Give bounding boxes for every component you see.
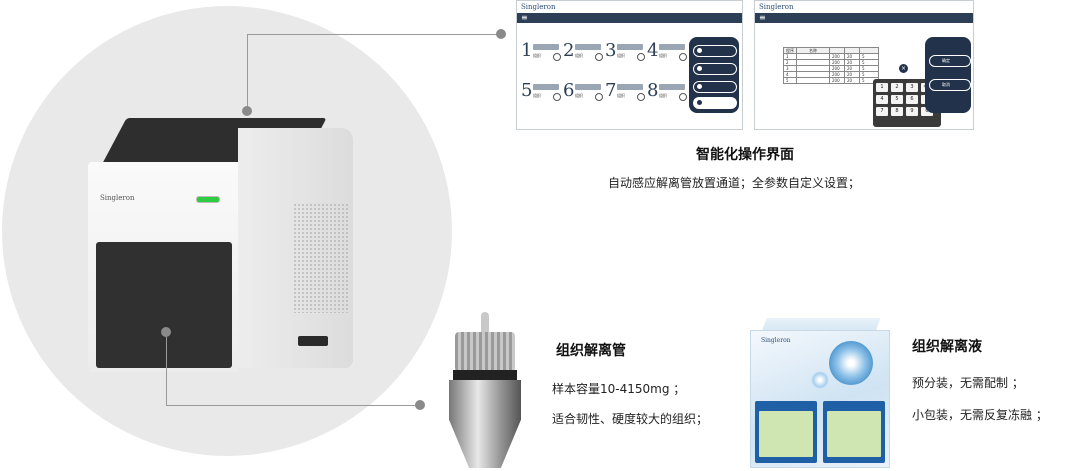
screen-left-side-panel	[689, 37, 739, 113]
connector-dot-screen-end	[496, 29, 506, 39]
keypad-key[interactable]: 8	[891, 107, 903, 116]
screen-right-side-panel: 确定 取消	[925, 37, 971, 113]
close-icon[interactable]: ×	[899, 64, 908, 73]
device-drawer-slot	[298, 336, 328, 346]
dissociation-device: Singleron	[88, 118, 363, 373]
cancel-button[interactable]: 取消	[929, 79, 971, 91]
device-door[interactable]	[96, 242, 232, 368]
side-button-3[interactable]	[693, 81, 737, 93]
menu-icon-right[interactable]: ≡	[755, 13, 973, 23]
reagent-vial-right	[823, 401, 885, 463]
side-button-4[interactable]	[693, 97, 737, 109]
reagent-box: Singleron	[746, 318, 896, 468]
cell-graphic-small	[811, 371, 829, 389]
tube-body	[449, 380, 521, 468]
screen-right-logo: Singleron	[755, 1, 973, 13]
screen-left-logo: Singleron	[517, 1, 742, 13]
reagent-box-brand: Singleron	[761, 337, 791, 344]
interface-description: 自动感应解离管放置通道；全参数自定义设置；	[608, 176, 861, 190]
tube-cap	[455, 332, 515, 372]
reagent-line-1: 预分装，无需配制 ；	[912, 376, 1024, 390]
dissociation-tube	[445, 312, 525, 471]
reagent-title: 组织解离液	[912, 339, 982, 355]
tube-title: 组织解离管	[556, 343, 626, 359]
connector-dot-tube-end	[415, 400, 425, 410]
menu-icon[interactable]: ≡	[517, 13, 742, 23]
cell-graphic	[829, 341, 873, 385]
keypad-key[interactable]: 1	[876, 83, 888, 92]
device-brand-label: Singleron	[100, 194, 135, 202]
keypad-key[interactable]: 4	[876, 95, 888, 104]
confirm-button[interactable]: 确定	[929, 55, 971, 67]
device-indicator-light	[196, 196, 220, 203]
tube-band	[453, 370, 517, 380]
keypad-key[interactable]: 5	[891, 95, 903, 104]
table-header-row: 程序名称	[783, 47, 879, 54]
keypad-key[interactable]: 2	[891, 83, 903, 92]
connector-dot-screen-start	[242, 106, 252, 116]
reagent-line-2: 小包装，无需反复冻融 ；	[912, 408, 1048, 422]
interface-title: 智能化操作界面	[696, 147, 794, 163]
connector-dot-tube-start	[161, 327, 171, 337]
connector-line-screen	[247, 34, 500, 111]
keypad-key[interactable]: 9	[906, 107, 918, 116]
side-button-1[interactable]	[693, 45, 737, 57]
reagent-vial-left	[755, 401, 817, 463]
tube-tip	[481, 312, 489, 334]
device-vent	[293, 203, 348, 313]
reagent-box-front: Singleron	[750, 330, 890, 468]
keypad-key[interactable]: 7	[876, 107, 888, 116]
tube-line-2: 适合韧性、硬度较大的组织；	[552, 412, 709, 426]
connector-line-tube	[166, 332, 420, 406]
keypad-key[interactable]: 6	[906, 95, 918, 104]
side-button-2[interactable]	[693, 63, 737, 75]
tube-line-1: 样本容量10-4150mg ；	[552, 382, 686, 396]
keypad-key[interactable]: 3	[906, 83, 918, 92]
